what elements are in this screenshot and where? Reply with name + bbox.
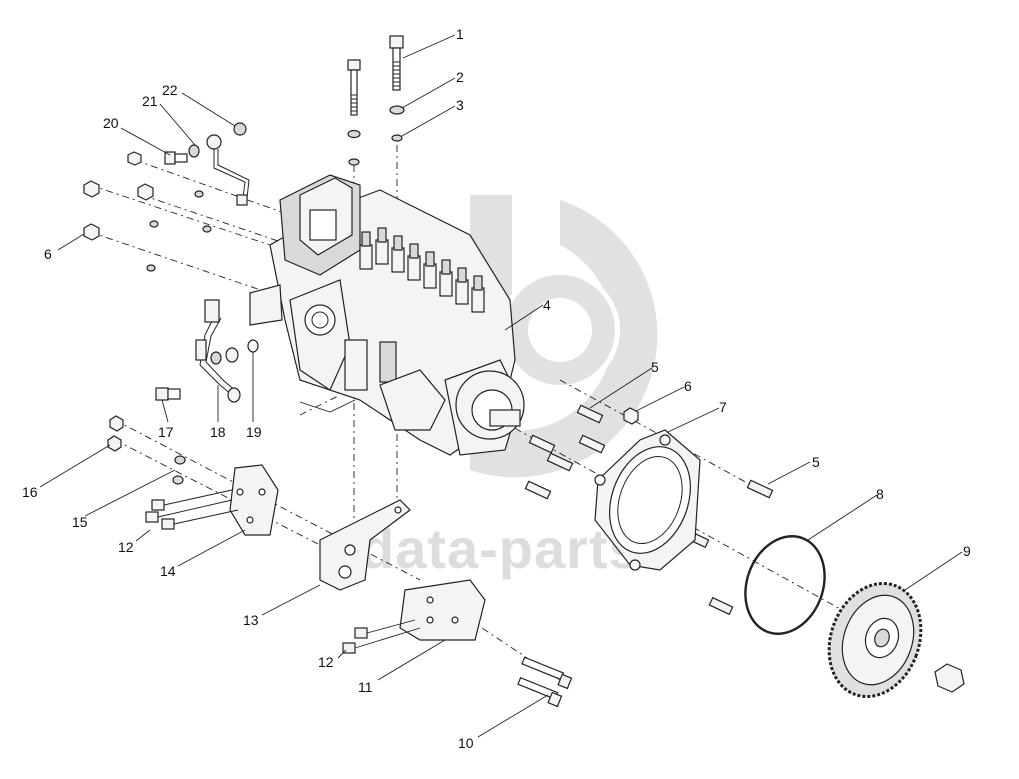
nuts-15-16 — [107, 415, 186, 485]
callout-1: 1 — [456, 26, 464, 42]
callout-leaders — [39, 34, 963, 738]
callout-17: 17 — [158, 424, 174, 440]
bolts-10 — [517, 656, 573, 708]
bolts-12-upper — [145, 489, 239, 530]
gear-nut — [934, 663, 965, 693]
bolt-left-top — [347, 59, 361, 116]
callout-12b: 12 — [318, 654, 334, 670]
o-ring-left-top — [348, 158, 360, 166]
banjo-bolt-17 — [155, 387, 181, 401]
o-ring-3 — [391, 134, 403, 142]
bolts-12-lower — [342, 619, 421, 654]
banjo-bolt-20 — [164, 151, 188, 165]
callout-7: 7 — [719, 399, 727, 415]
callout-10: 10 — [458, 735, 474, 751]
callout-19: 19 — [246, 424, 262, 440]
leader-to-pump — [299, 399, 356, 413]
callout-14: 14 — [160, 563, 176, 579]
callout-5b: 5 — [812, 454, 820, 470]
watermark-text: data-parts — [360, 517, 641, 580]
washer-19 — [247, 339, 259, 353]
nut-group-left — [83, 151, 212, 272]
bracket-11 — [399, 579, 486, 641]
o-ring-8 — [744, 535, 826, 635]
callout-12a: 12 — [118, 539, 134, 555]
callout-labels: 1 2 3 4 5 5 6 6 7 8 9 10 11 12 12 13 14 … — [22, 26, 971, 751]
callout-16: 16 — [22, 484, 38, 500]
callout-9: 9 — [963, 543, 971, 559]
fuel-line-21 — [206, 134, 250, 206]
callout-5a: 5 — [651, 359, 659, 375]
callout-4: 4 — [543, 297, 551, 313]
washer-22 — [233, 122, 247, 136]
callout-20: 20 — [103, 115, 119, 131]
bolt-1 — [389, 35, 404, 91]
callout-8: 8 — [876, 486, 884, 502]
callout-15: 15 — [72, 514, 88, 530]
callout-22: 22 — [162, 82, 178, 98]
callout-6a: 6 — [44, 246, 52, 262]
washer-21 — [188, 144, 200, 158]
nut-6-right — [623, 407, 639, 425]
washer-left-top — [347, 129, 361, 139]
bracket-13 — [319, 499, 411, 591]
bracket-14 — [229, 464, 279, 536]
washer-18 — [210, 351, 222, 365]
callout-3: 3 — [456, 97, 464, 113]
callout-18: 18 — [210, 424, 226, 440]
callout-6b: 6 — [684, 378, 692, 394]
callout-13: 13 — [243, 612, 259, 628]
callout-2: 2 — [456, 69, 464, 85]
flange-7 — [594, 429, 701, 571]
studs-5 — [524, 404, 774, 616]
callout-21: 21 — [142, 93, 158, 109]
gear-9 — [827, 581, 923, 699]
callout-11: 11 — [358, 679, 373, 695]
injection-pump-4 — [249, 174, 525, 456]
fuel-tube-18 — [195, 299, 241, 403]
washer-2 — [389, 105, 405, 115]
